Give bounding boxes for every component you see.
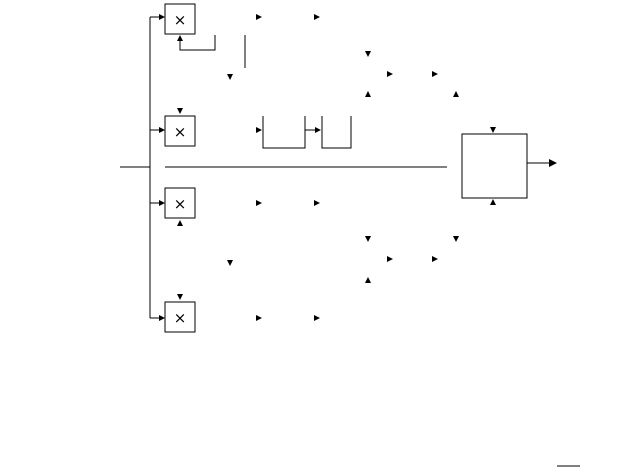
- multiplier-box-3: [164, 187, 196, 219]
- signal-arrow-u2: [432, 71, 438, 77]
- feedback-path-1: [179, 35, 216, 51]
- signal-arrow-r4a: [256, 315, 262, 321]
- feed-arrow-2: [159, 127, 165, 133]
- down-arrow-c: [365, 51, 371, 57]
- multiplier-symbol-3: ×: [174, 195, 187, 213]
- feed-arrow-1: [159, 14, 165, 20]
- multiplier-box-4: [164, 301, 196, 333]
- combiner-arrow-top: [490, 127, 496, 133]
- signal-arrow-r1a: [256, 14, 262, 20]
- combiner-arrow-bottom: [490, 199, 496, 205]
- down-arrow-b: [227, 260, 233, 266]
- down-arrow-a: [227, 74, 233, 80]
- combiner-block: [461, 133, 528, 199]
- multiplier-box-1: [164, 3, 196, 35]
- signal-arrow-u1: [387, 71, 393, 77]
- signal-arrow-l2: [432, 256, 438, 262]
- input-arrow-m2-top: [177, 108, 183, 114]
- up-arrow-h: [365, 277, 371, 283]
- feed-arrow-4: [159, 315, 165, 321]
- multiplier-symbol-4: ×: [174, 309, 187, 327]
- output-arrow: [549, 159, 557, 167]
- multiplier-box-2: [164, 115, 196, 147]
- signal-arrow-l1: [387, 256, 393, 262]
- signal-arrow-r3b: [314, 200, 320, 206]
- input-arrow-m3-bottom: [177, 220, 183, 226]
- signal-arrow-r3a: [256, 200, 262, 206]
- signal-arrow-r4b: [314, 315, 320, 321]
- filter-bracket-2: [321, 116, 352, 149]
- feedback-arrow-1: [177, 35, 183, 41]
- down-arrow-g: [453, 236, 459, 242]
- multiplier-symbol-1: ×: [174, 11, 187, 29]
- signal-arrow-r2b: [315, 127, 321, 133]
- input-arrow-m4-top: [177, 294, 183, 300]
- multiplier-symbol-2: ×: [174, 123, 187, 141]
- filter-bracket-1: [262, 116, 306, 149]
- up-arrow-e: [453, 91, 459, 97]
- signal-arrow-r2a: [256, 127, 262, 133]
- down-arrow-f: [365, 236, 371, 242]
- signal-arrow-r1b: [314, 14, 320, 20]
- feed-arrow-3: [159, 200, 165, 206]
- up-arrow-d: [365, 91, 371, 97]
